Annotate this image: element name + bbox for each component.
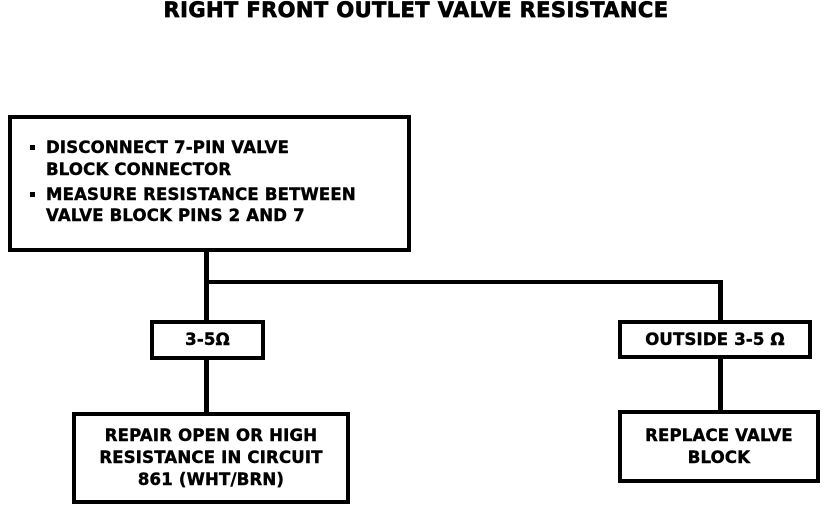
- node-result-out-of-range: OUTSIDE 3-5 Ω: [618, 320, 812, 359]
- connector-stem-from-test-step: [204, 251, 209, 322]
- page-title: RIGHT FRONT OUTLET VALVE RESISTANCE: [163, 0, 669, 22]
- test-step-bullet-list: DISCONNECT 7-PIN VALVE BLOCK CONNECTOR M…: [12, 137, 356, 231]
- action-replace-valve-label: REPLACE VALVE BLOCK: [645, 425, 793, 467]
- result-in-range-label: 3-5Ω: [185, 330, 230, 350]
- node-action-repair-circuit: REPAIR OPEN OR HIGH RESISTANCE IN CIRCUI…: [72, 412, 350, 504]
- connector-drop-to-out-of-range: [718, 280, 723, 322]
- node-result-in-range: 3-5Ω: [150, 320, 265, 360]
- node-test-step: DISCONNECT 7-PIN VALVE BLOCK CONNECTOR M…: [8, 115, 411, 252]
- node-action-replace-valve: REPLACE VALVE BLOCK: [618, 410, 820, 483]
- test-step-bullet-1: DISCONNECT 7-PIN VALVE BLOCK CONNECTOR: [30, 137, 356, 181]
- action-repair-circuit-label: REPAIR OPEN OR HIGH RESISTANCE IN CIRCUI…: [99, 426, 323, 489]
- test-step-bullet-2: MEASURE RESISTANCE BETWEEN VALVE BLOCK P…: [30, 184, 356, 228]
- connector-branch-bar: [204, 280, 723, 284]
- connector-in-range-to-repair: [204, 360, 209, 414]
- result-out-of-range-label: OUTSIDE 3-5 Ω: [645, 329, 785, 349]
- connector-out-of-range-to-replace: [718, 358, 723, 412]
